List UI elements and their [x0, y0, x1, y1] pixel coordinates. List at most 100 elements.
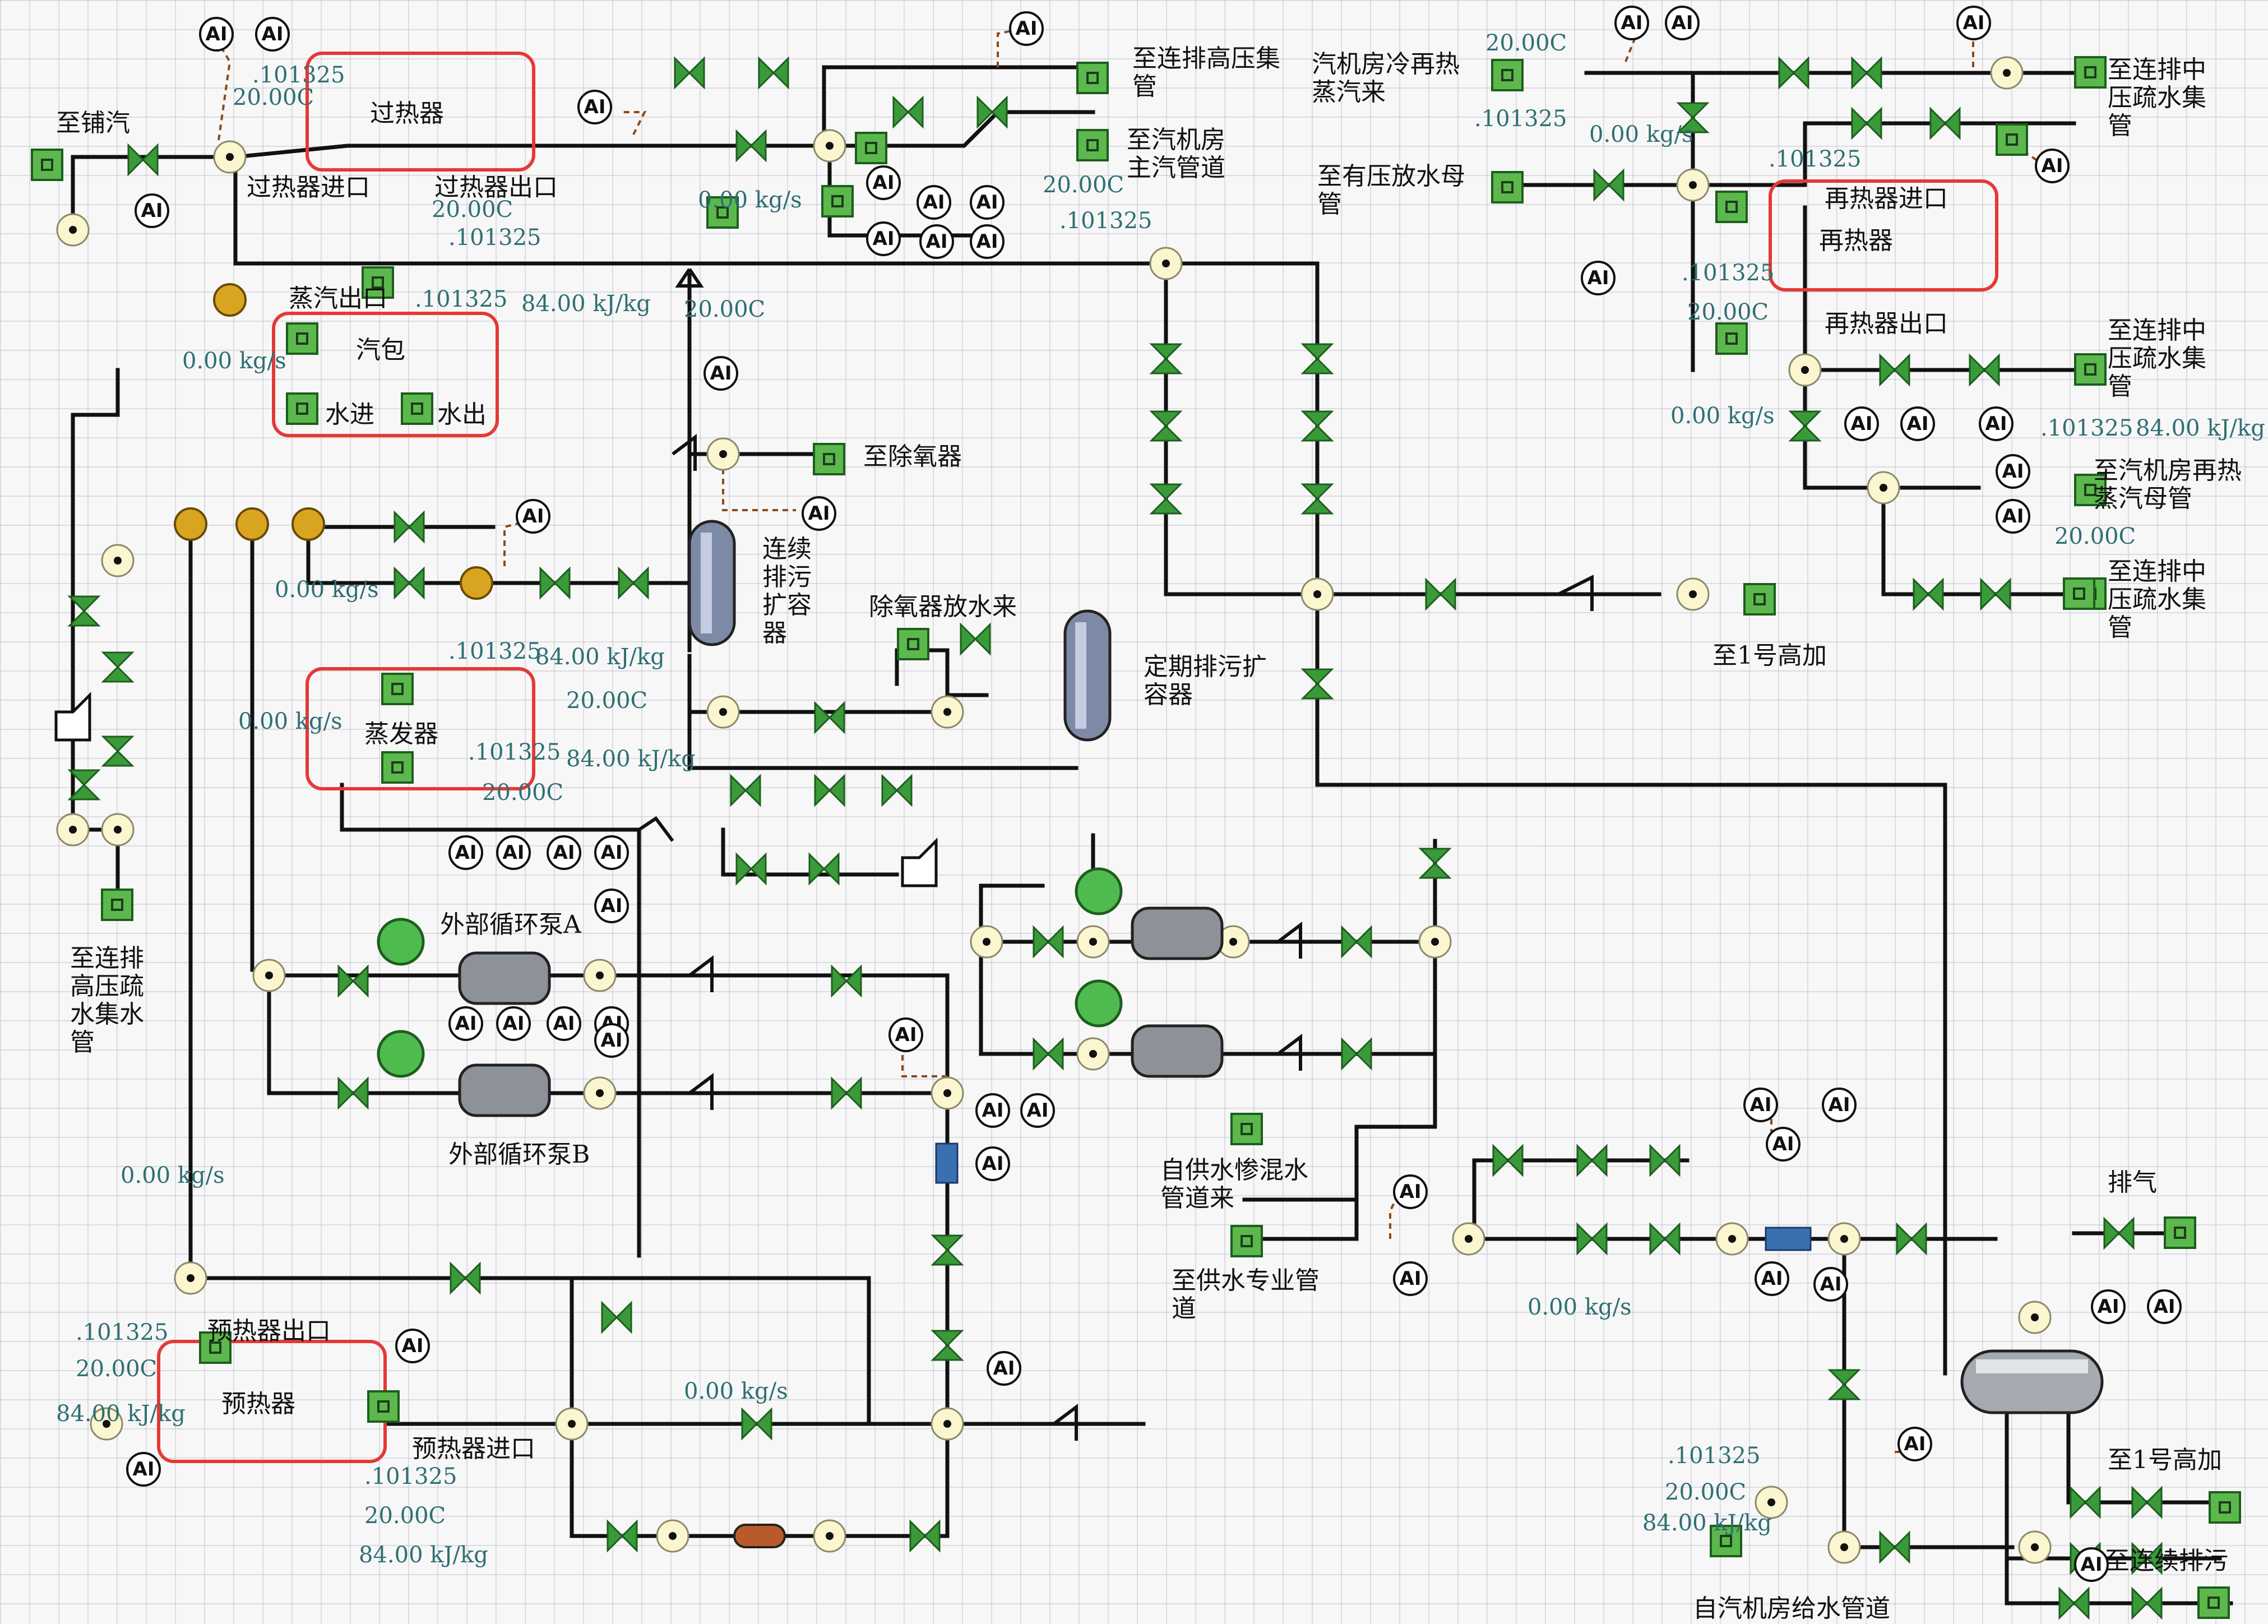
ai-sensor-icon[interactable]: AI [577, 90, 612, 124]
boundary-source-icon[interactable] [1996, 123, 2028, 156]
boundary-source-icon[interactable] [1076, 129, 1109, 161]
ai-sensor-icon[interactable]: AI [1813, 1267, 1848, 1302]
ai-sensor-icon[interactable]: AI [1900, 406, 1935, 441]
gate-valve-icon[interactable] [1300, 483, 1334, 515]
ai-sensor-icon[interactable]: AI [199, 17, 234, 52]
boundary-source-icon[interactable] [362, 266, 394, 299]
gate-valve-icon[interactable] [1593, 168, 1624, 202]
ai-sensor-icon[interactable]: AI [2035, 149, 2070, 183]
gate-valve-icon[interactable] [931, 1234, 964, 1266]
gate-valve-icon[interactable] [1341, 925, 1372, 959]
gate-valve-icon[interactable] [735, 129, 767, 163]
gate-valve-icon[interactable] [394, 566, 425, 600]
gate-valve-icon[interactable] [881, 774, 913, 807]
gate-valve-icon[interactable] [618, 566, 649, 600]
boundary-source-icon[interactable] [381, 673, 414, 705]
ai-sensor-icon[interactable]: AI [126, 1452, 161, 1487]
ai-sensor-icon[interactable]: AI [703, 356, 738, 391]
gate-valve-icon[interactable] [1676, 102, 1710, 133]
gate-valve-icon[interactable] [1341, 1037, 1372, 1071]
gate-valve-icon[interactable] [741, 1407, 772, 1441]
boundary-source-icon[interactable] [1743, 583, 1776, 616]
gate-valve-icon[interactable] [1827, 1369, 1861, 1400]
ai-sensor-icon[interactable]: AI [594, 1023, 629, 1058]
gate-valve-icon[interactable] [909, 1519, 941, 1553]
boundary-source-icon[interactable] [2209, 1491, 2241, 1524]
boundary-source-icon[interactable] [2164, 1216, 2196, 1249]
gate-valve-icon[interactable] [337, 964, 369, 998]
ai-sensor-icon[interactable]: AI [1822, 1088, 1857, 1122]
ai-sensor-icon[interactable]: AI [594, 889, 629, 923]
boundary-source-icon[interactable] [897, 628, 929, 660]
boundary-source-icon[interactable] [101, 889, 133, 921]
gate-valve-icon[interactable] [1149, 410, 1183, 442]
ai-sensor-icon[interactable]: AI [516, 499, 550, 534]
gate-valve-icon[interactable] [67, 595, 101, 627]
ai-sensor-icon[interactable]: AI [1755, 1261, 1789, 1296]
ai-sensor-icon[interactable]: AI [1956, 6, 1991, 40]
gate-valve-icon[interactable] [1778, 56, 1809, 90]
gate-valve-icon[interactable] [831, 964, 862, 998]
ai-sensor-icon[interactable]: AI [2074, 1547, 2109, 1582]
gate-valve-icon[interactable] [2131, 1542, 2163, 1575]
boundary-source-icon[interactable] [813, 443, 845, 475]
ai-sensor-icon[interactable]: AI [917, 185, 951, 220]
gate-valve-icon[interactable] [1033, 1037, 1064, 1071]
gate-valve-icon[interactable] [1576, 1144, 1608, 1177]
ai-sensor-icon[interactable]: AI [1020, 1093, 1055, 1128]
boundary-source-icon[interactable] [821, 185, 854, 218]
boundary-source-icon[interactable] [1710, 1525, 1742, 1557]
boundary-source-icon[interactable] [2074, 56, 2107, 89]
boundary-source-icon[interactable] [855, 132, 887, 164]
ai-sensor-icon[interactable]: AI [448, 1006, 483, 1041]
ai-sensor-icon[interactable]: AI [1009, 11, 1044, 46]
ai-sensor-icon[interactable]: AI [395, 1329, 430, 1363]
ai-sensor-icon[interactable]: AI [975, 1146, 1010, 1181]
boundary-source-icon[interactable] [401, 392, 433, 425]
gate-valve-icon[interactable] [2131, 1486, 2163, 1519]
ai-sensor-icon[interactable]: AI [1614, 6, 1649, 40]
ai-sensor-icon[interactable]: AI [1766, 1127, 1800, 1162]
ai-sensor-icon[interactable]: AI [1897, 1427, 1932, 1461]
gate-valve-icon[interactable] [539, 566, 571, 600]
boundary-source-icon[interactable] [31, 149, 63, 181]
ai-sensor-icon[interactable]: AI [1844, 406, 1879, 441]
gate-valve-icon[interactable] [1033, 925, 1064, 959]
ai-sensor-icon[interactable]: AI [888, 1017, 923, 1052]
boundary-source-icon[interactable] [199, 1331, 232, 1364]
gate-valve-icon[interactable] [101, 735, 135, 767]
gate-valve-icon[interactable] [674, 56, 705, 90]
gate-valve-icon[interactable] [1851, 107, 1882, 140]
ai-sensor-icon[interactable]: AI [1979, 406, 2014, 441]
ai-sensor-icon[interactable]: AI [1393, 1261, 1428, 1296]
ai-sensor-icon[interactable]: AI [1665, 6, 1700, 40]
gate-valve-icon[interactable] [394, 510, 425, 544]
ai-sensor-icon[interactable]: AI [594, 835, 629, 870]
gate-valve-icon[interactable] [1913, 577, 1944, 611]
ai-sensor-icon[interactable]: AI [547, 835, 581, 870]
boundary-source-icon[interactable] [286, 322, 318, 355]
ai-sensor-icon[interactable]: AI [970, 224, 1005, 259]
gate-valve-icon[interactable] [814, 774, 845, 807]
gate-valve-icon[interactable] [1300, 410, 1334, 442]
boundary-source-icon[interactable] [1230, 1113, 1263, 1145]
ai-sensor-icon[interactable]: AI [255, 17, 290, 52]
gate-valve-icon[interactable] [1879, 1530, 1910, 1564]
gate-valve-icon[interactable] [601, 1301, 632, 1334]
boundary-source-icon[interactable] [2063, 577, 2095, 610]
gate-valve-icon[interactable] [814, 701, 845, 734]
boundary-source-icon[interactable] [286, 392, 318, 425]
ai-sensor-icon[interactable]: AI [2147, 1289, 2182, 1324]
gate-valve-icon[interactable] [1576, 1222, 1608, 1256]
ai-sensor-icon[interactable]: AI [919, 224, 954, 259]
boundary-source-icon[interactable] [1715, 322, 1748, 355]
gate-valve-icon[interactable] [2058, 1586, 2090, 1620]
gate-valve-icon[interactable] [1896, 1222, 1927, 1256]
boundary-source-icon[interactable] [381, 751, 414, 784]
boundary-source-icon[interactable] [2074, 353, 2107, 386]
gate-valve-icon[interactable] [758, 56, 789, 90]
gate-valve-icon[interactable] [1649, 1222, 1681, 1256]
gate-valve-icon[interactable] [1425, 577, 1456, 611]
ai-sensor-icon[interactable]: AI [1743, 1088, 1778, 1122]
gate-valve-icon[interactable] [2070, 1486, 2101, 1519]
